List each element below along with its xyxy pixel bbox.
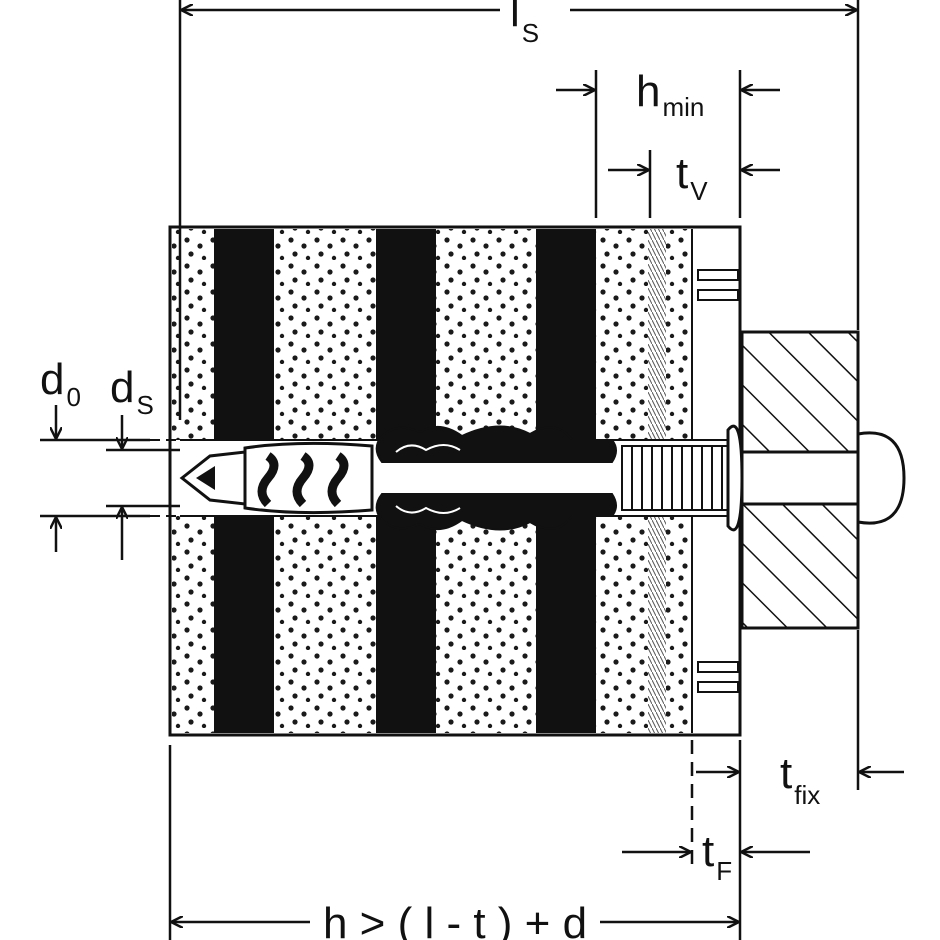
extension-lines bbox=[168, 0, 860, 940]
anchor-plug bbox=[179, 425, 617, 531]
label-hmin: hmin bbox=[636, 67, 704, 122]
label-d0: d0 bbox=[40, 355, 81, 412]
screw-head bbox=[856, 431, 906, 525]
label-ds: dS bbox=[110, 363, 154, 420]
label-tf: tF bbox=[702, 827, 732, 886]
screw bbox=[621, 424, 906, 532]
fixture bbox=[740, 330, 860, 630]
wave-3 bbox=[327, 452, 349, 508]
lower-expansion-sleeve bbox=[375, 493, 617, 531]
label-h-formula: h > ( l - t ) + d bbox=[323, 899, 587, 940]
insulation-clearance bbox=[697, 269, 739, 693]
dimension-arrows bbox=[40, 10, 904, 922]
upper-expansion-sleeve bbox=[375, 425, 617, 463]
label-ls: lS bbox=[510, 0, 539, 48]
label-tv: tV bbox=[676, 149, 708, 206]
label-tfix: tfix bbox=[780, 749, 820, 810]
wave-2 bbox=[292, 452, 314, 508]
screw-collar bbox=[726, 424, 744, 532]
wave-1 bbox=[257, 452, 279, 508]
